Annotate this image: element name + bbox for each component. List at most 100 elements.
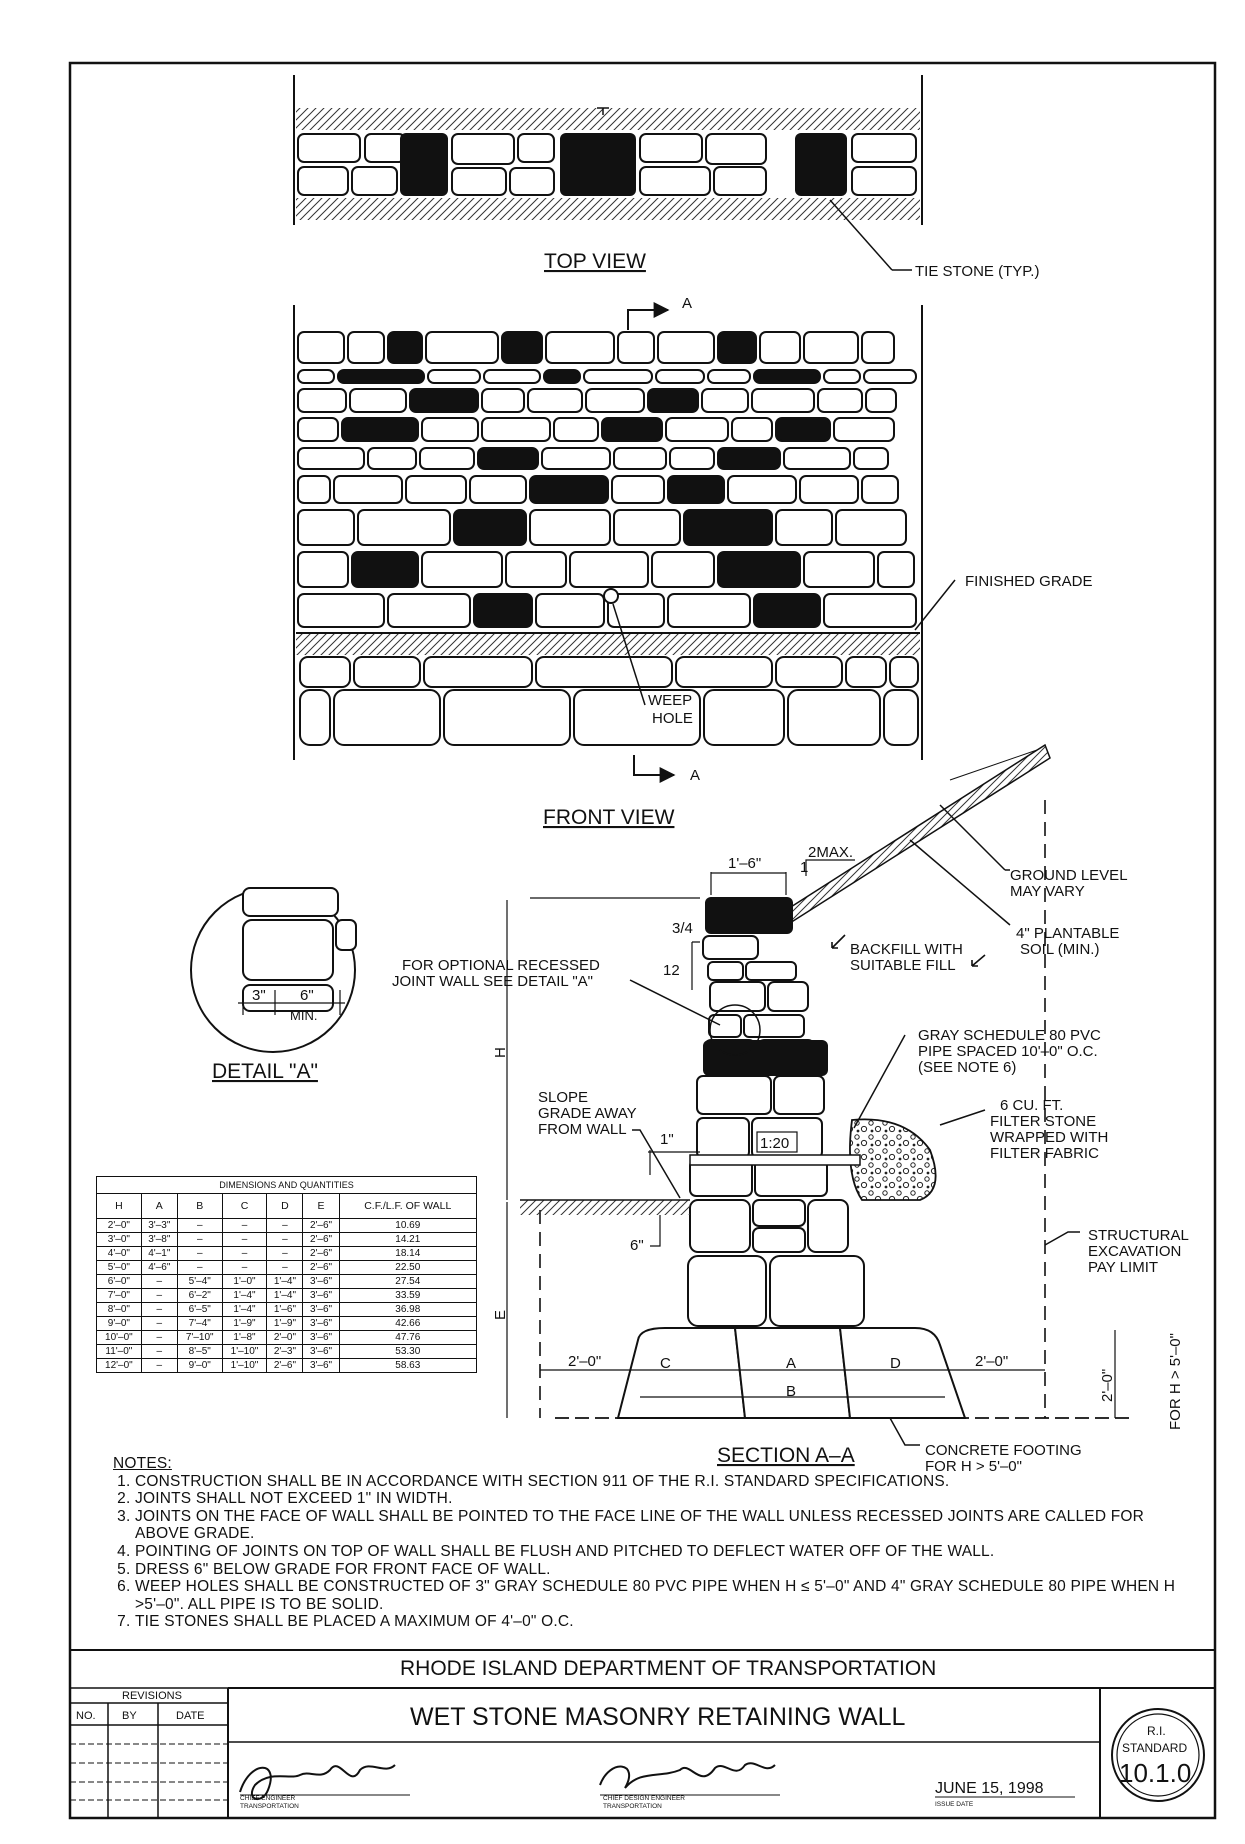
front-view-stone <box>481 417 551 442</box>
standard-label-2: STANDARD <box>1122 1741 1187 1755</box>
table-cell: 2'–6" <box>302 1218 340 1233</box>
filter-stone-label-3: WRAPPED WITH <box>990 1129 1108 1146</box>
front-view-stone <box>477 447 539 470</box>
front-view-stone <box>717 551 801 588</box>
ground-level-label-1: GROUND LEVEL <box>1010 867 1128 884</box>
front-view-stone <box>803 551 875 588</box>
front-view-stone <box>297 593 385 628</box>
table-cell: – <box>221 1246 268 1261</box>
detail-3in: 3" <box>252 987 266 1004</box>
table-row: 3'–0"3'–8"–––2'–6"14.21 <box>96 1232 478 1247</box>
front-view-stone <box>835 509 907 546</box>
note-item: JOINTS ON THE FACE OF WALL SHALL BE POIN… <box>135 1508 1193 1543</box>
front-view-stone <box>419 447 475 470</box>
e-label: E <box>492 1310 509 1320</box>
front-view-stone <box>367 447 417 470</box>
front-view-stone <box>297 331 345 364</box>
front-view-stone <box>585 388 645 413</box>
front-view-stone <box>731 417 773 442</box>
table-cell: 18.14 <box>338 1246 478 1261</box>
front-view-stone <box>877 551 915 588</box>
table-cell: 2'–0" <box>266 1330 304 1345</box>
table-cell: 2'–6" <box>302 1232 340 1247</box>
table-cell: 6'–2" <box>176 1288 223 1303</box>
table-cell: 2'–6" <box>302 1246 340 1261</box>
table-cell: 1'–4" <box>266 1288 304 1303</box>
finished-grade-label: FINISHED GRADE <box>965 573 1093 590</box>
table-cell: – <box>140 1302 178 1317</box>
dim-a: A <box>786 1355 796 1372</box>
front-view-stone <box>717 331 757 364</box>
table-cell: 6'–0" <box>96 1274 142 1289</box>
table-cell: 3'–3" <box>140 1218 178 1233</box>
backfill-label-2: SUITABLE FILL <box>850 957 956 974</box>
filter-stone-label-1: 6 CU. FT. <box>1000 1097 1063 1114</box>
table-cell: 4'–1" <box>140 1246 178 1261</box>
table-cell: 3'–6" <box>302 1288 340 1303</box>
plantable-soil-label-1: 4" PLANTABLE <box>1016 925 1119 942</box>
table-cell: 3'–6" <box>302 1330 340 1345</box>
table-cell: 9'–0" <box>96 1316 142 1331</box>
front-view-stone <box>817 388 863 413</box>
table-cell: 36.98 <box>338 1302 478 1317</box>
front-view-stone <box>473 593 533 628</box>
sig2-title-1: CHIEF DESIGN ENGINEER <box>603 1795 685 1802</box>
table-cell: 1'–4" <box>221 1288 268 1303</box>
agency-name: RHODE ISLAND DEPARTMENT OF TRANSPORTATIO… <box>400 1657 936 1680</box>
pvc-pipe-label-1: GRAY SCHEDULE 80 PVC <box>918 1027 1101 1044</box>
rev-by-header: BY <box>122 1710 137 1722</box>
table-cell: – <box>221 1218 268 1233</box>
footing-height-dim: 2'–0" <box>1099 1369 1116 1402</box>
table-cell: – <box>266 1218 304 1233</box>
table-row: 7'–0"–6'–2"1'–4"1'–4"3'–6"33.59 <box>96 1288 478 1303</box>
front-view-stone <box>863 369 917 384</box>
title-block: RHODE ISLAND DEPARTMENT OF TRANSPORTATIO… <box>70 1649 1215 1818</box>
slope-max-2: 2MAX. <box>808 844 853 861</box>
excavation-label-3: PAY LIMIT <box>1088 1259 1158 1276</box>
section-arrow-bottom: A <box>690 767 700 784</box>
table-header-cell: E <box>302 1193 340 1219</box>
table-header-cell: C.F./L.F. OF WALL <box>338 1193 478 1219</box>
section-a-a: GROUND LEVEL MAY VARY 4" PLANTABLE SOIL … <box>392 743 1189 1475</box>
table-row: 10'–0"–7'–10"1'–8"2'–0"3'–6"47.76 <box>96 1330 478 1345</box>
front-view-stone <box>529 475 609 504</box>
table-row: 11'–0"–8'–5"1'–10"2'–3"3'–6"53.30 <box>96 1344 478 1359</box>
front-view-stone <box>775 509 833 546</box>
detail-6in: 6" <box>300 987 314 1004</box>
front-view-stone <box>569 551 649 588</box>
front-view-stone <box>865 388 897 413</box>
notes-list: CONSTRUCTION SHALL BE IN ACCORDANCE WITH… <box>113 1473 1193 1631</box>
weep-hole-label-2: HOLE <box>652 710 693 727</box>
dimensions-table-caption: DIMENSIONS AND QUANTITIES <box>96 1176 477 1193</box>
front-view-stone <box>341 417 419 442</box>
dim-b: B <box>786 1383 796 1400</box>
top-view: TIE STONE (TYP.) TOP VIEW <box>293 75 1039 280</box>
standard-number: 10.1.0 <box>1119 1758 1191 1788</box>
front-view-stone <box>297 509 355 546</box>
table-header-cell: D <box>266 1193 304 1219</box>
tie-stone-label: TIE STONE (TYP.) <box>915 263 1039 280</box>
front-view-stone <box>665 417 729 442</box>
table-cell: 1'–4" <box>221 1302 268 1317</box>
front-view-stone <box>803 331 859 364</box>
detail-min: MIN. <box>290 1008 317 1023</box>
slope-max-1: 1 <box>800 859 808 876</box>
front-view-stone <box>481 388 525 413</box>
table-cell: 4'–0" <box>96 1246 142 1261</box>
table-cell: 1'–9" <box>266 1316 304 1331</box>
batter-ratio: 1:20 <box>760 1135 789 1152</box>
front-view-stone <box>655 369 705 384</box>
table-cell: – <box>266 1232 304 1247</box>
table-cell: – <box>176 1232 223 1247</box>
table-cell: – <box>140 1274 178 1289</box>
front-view-stone <box>753 593 821 628</box>
front-view-stone <box>657 331 715 364</box>
table-cell: 8'–0" <box>96 1302 142 1317</box>
table-header-cell: H <box>96 1193 142 1219</box>
front-view-stone <box>297 475 331 504</box>
front-view-stone <box>425 331 499 364</box>
table-cell: – <box>140 1344 178 1359</box>
table-cell: 10'–0" <box>96 1330 142 1345</box>
